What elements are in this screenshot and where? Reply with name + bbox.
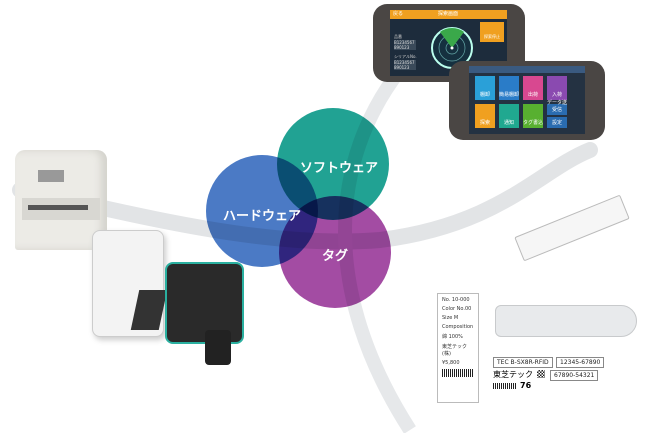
field1-label: 品番 [394,34,402,39]
software-label: ソフトウェア [300,161,379,176]
hang-tag: No. 10-000 Color No.00 Size M Compositio… [437,293,479,403]
tag-material: 綿 100% [442,334,463,340]
menu-tile[interactable]: 設定 [547,117,567,128]
back-button[interactable]: 戻る [393,11,404,17]
label-model: TEC B-SX8R-RFID [493,357,553,368]
qr-code-icon [537,370,545,378]
field1-value: B1234567 890123 [394,40,416,50]
menu-tile[interactable]: 棚卸 [475,76,495,100]
tag-price: ¥5,800 [442,360,460,366]
tag-no: No. 10-000 [442,297,470,303]
menu-tile[interactable]: データ送受信 [547,100,568,115]
tag-maker: 東芝テック(株) [442,344,468,357]
smartphone-menu-screen: 棚卸簡易棚卸出荷入荷探索通知タグ書込データ送受信設定 [449,61,605,140]
menu-tile[interactable]: 簡易棚卸 [499,76,519,100]
hardware-label: ハードウェア [223,209,302,224]
barcode [442,369,474,377]
menu-tile[interactable]: タグ書込 [523,104,543,128]
menu-tile[interactable]: 探索 [475,104,495,128]
label-barcode [493,383,517,389]
label-brand: 東芝テック [493,370,533,379]
tag-size: Size M [442,315,459,321]
label-code1: 12345-67890 [556,357,605,368]
label-code2: 67890-54321 [550,370,599,381]
screen-title: 探索画面 [438,11,459,17]
menu-tile[interactable]: 出荷 [523,76,543,100]
label-number: 76 [520,381,532,390]
tag-color: Color No.00 [442,306,472,312]
tag-composition: Composition [442,324,474,330]
tag-circle [279,196,391,308]
field2-label: シリアルNo. [394,54,417,59]
stop-search-label: 探索停止 [484,34,500,39]
menu-tile[interactable]: 通知 [499,104,519,128]
transparent-rfid-tag [495,305,637,337]
tag-label: タグ [322,249,349,264]
stop-search-button[interactable]: 探索停止 [480,22,504,42]
menu-tile[interactable]: 入荷 [547,76,567,100]
field2-value: B1234567 890123 [394,60,416,70]
